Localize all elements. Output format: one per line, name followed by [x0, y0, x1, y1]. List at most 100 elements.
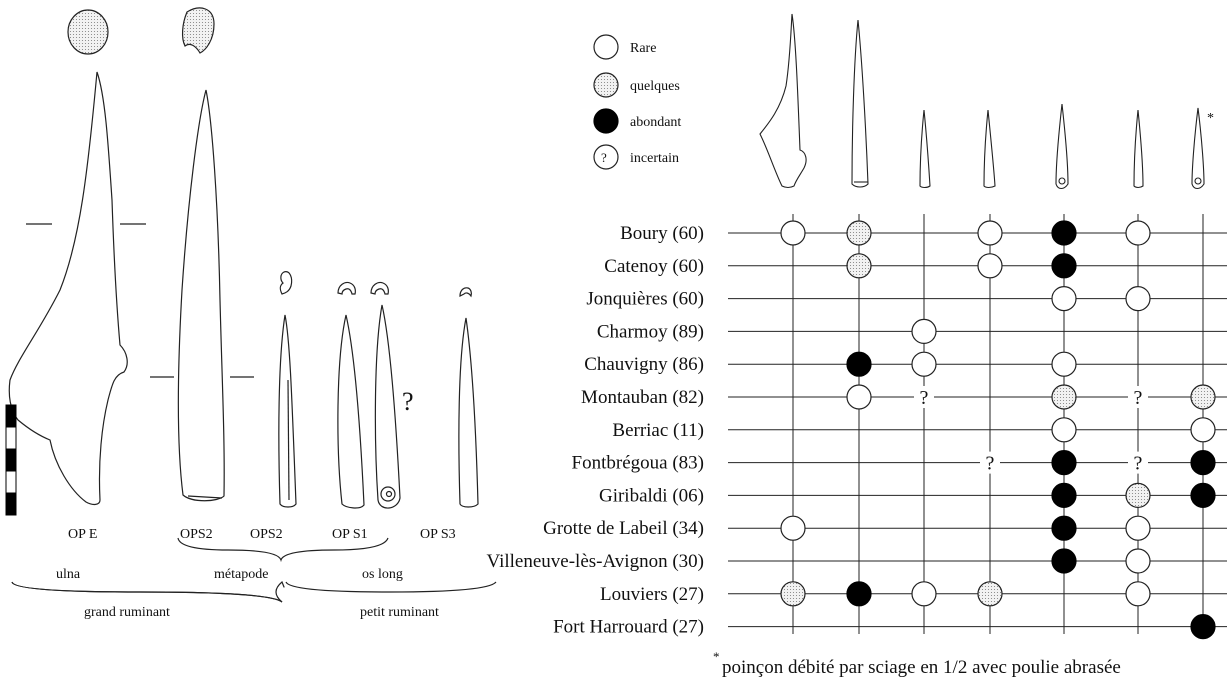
label-petit-ruminant: petit ruminant — [360, 605, 439, 620]
tool-ops2-small — [278, 314, 297, 508]
legend-label-quelques: quelques — [630, 79, 680, 94]
presence-mark-abondant — [1051, 482, 1077, 508]
presence-mark-rare — [1125, 220, 1151, 246]
footnote-star: * — [713, 649, 720, 664]
legend-item-quelques: quelques — [593, 72, 680, 98]
label-ops2-a: OPS2 — [180, 527, 213, 542]
site-label: Grotte de Labeil (34) — [543, 518, 704, 539]
section-op-s1-b — [370, 281, 389, 295]
presence-mark-abondant — [1051, 548, 1077, 574]
footnote-text: poinçon débité par sciage en 1/2 avec po… — [722, 657, 1121, 678]
site-label: Fontbrégoua (83) — [572, 453, 704, 474]
site-label: Berriac (11) — [612, 420, 704, 441]
presence-mark-rare — [1051, 351, 1077, 377]
column-icon-7 — [1191, 107, 1205, 190]
presence-mark-quelques — [977, 581, 1003, 607]
site-label: Giribaldi (06) — [599, 485, 704, 506]
uncertain-mask — [980, 451, 1000, 474]
presence-mark-abondant — [1190, 613, 1216, 640]
presence-mark-rare — [1125, 581, 1151, 607]
label-op-s3: OP S3 — [420, 527, 456, 542]
legend-symbol-incertain: ? — [601, 150, 607, 165]
scale-bar — [5, 404, 17, 516]
section-op-s1-a — [337, 281, 356, 295]
presence-mark-rare — [911, 581, 937, 607]
presence-mark-abondant — [1051, 220, 1077, 246]
presence-mark-rare — [1125, 548, 1151, 574]
site-label: Charmoy (89) — [597, 321, 704, 342]
tool-op-e — [8, 71, 128, 506]
presence-mark-quelques — [1190, 384, 1216, 410]
label-op-s1: OP S1 — [332, 527, 368, 542]
presence-mark-quelques — [846, 253, 872, 279]
label-ops2-b: OPS2 — [250, 527, 283, 542]
site-label: Boury (60) — [620, 223, 704, 244]
tool-ops2-large — [177, 89, 225, 502]
presence-mark-rare — [1125, 286, 1151, 312]
presence-mark-quelques — [846, 220, 872, 246]
site-label: Catenoy (60) — [604, 256, 704, 277]
section-op-e — [67, 9, 109, 55]
label-os-long: os long — [362, 567, 403, 582]
presence-mark-rare — [1051, 286, 1077, 312]
section-ops2-small — [279, 271, 293, 295]
brace-petit-ruminant — [285, 581, 497, 593]
site-label: Louviers (27) — [600, 584, 704, 605]
presence-mark-rare — [977, 220, 1003, 246]
legend-item-abondant: abondant — [593, 108, 681, 134]
brace-metapode — [177, 537, 389, 563]
presence-mark-abondant — [1190, 482, 1216, 508]
site-labels: Boury (60) Catenoy (60) Jonquières (60) Cha… — [487, 223, 704, 638]
presence-mark-rare — [780, 515, 806, 541]
matrix-marks: ???? — [780, 220, 1216, 640]
asterisk-mark: * — [1207, 111, 1214, 126]
presence-mark-abondant — [1051, 450, 1077, 476]
label-ulna: ulna — [56, 567, 81, 582]
tool-op-s3 — [458, 317, 479, 508]
uncertain-mask — [1128, 386, 1148, 408]
presence-mark-quelques — [1125, 482, 1151, 508]
presence-mark-rare — [977, 253, 1003, 279]
legend-label-abondant: abondant — [630, 115, 681, 130]
section-ops2-large — [181, 7, 215, 54]
legend: Rare quelques abondant ? incertain — [593, 34, 681, 170]
presence-mark-abondant — [1190, 450, 1216, 476]
tool-drawings — [8, 7, 497, 603]
site-label: Jonquières (60) — [586, 289, 704, 310]
uncertain-mark: ? — [986, 453, 995, 475]
presence-mark-abondant — [846, 581, 872, 607]
label-op-e: OP E — [68, 527, 97, 542]
column-icon-5 — [1055, 103, 1069, 190]
column-icons — [759, 13, 1205, 190]
uncertain-mark: ? — [1134, 453, 1143, 475]
presence-mark-quelques — [780, 581, 806, 607]
legend-label-incertain: incertain — [630, 151, 679, 166]
site-label: Chauvigny (86) — [584, 354, 704, 375]
presence-mark-rare — [1125, 515, 1151, 541]
presence-mark-abondant — [1051, 253, 1077, 279]
uncertain-mark: ? — [402, 387, 414, 416]
label-metapode: métapode — [214, 567, 268, 582]
site-label: Villeneuve-lès-Avignon (30) — [487, 551, 704, 572]
column-icon-4 — [983, 109, 996, 189]
presence-mark-quelques — [1051, 384, 1077, 410]
column-icon-1 — [759, 13, 807, 189]
matrix-grid — [728, 214, 1227, 634]
legend-item-incertain: ? incertain — [593, 144, 679, 170]
presence-mark-rare — [911, 318, 937, 344]
site-label: Montauban (82) — [581, 387, 704, 408]
label-grand-ruminant: grand ruminant — [84, 605, 170, 620]
column-icon-6 — [1133, 109, 1144, 189]
uncertain-mark: ? — [920, 387, 929, 409]
presence-mark-rare — [1190, 417, 1216, 443]
column-icon-2 — [851, 19, 869, 188]
presence-mark-rare — [780, 220, 806, 246]
tool-op-s1-a — [337, 314, 365, 509]
uncertain-mask — [914, 386, 934, 408]
legend-label-rare: Rare — [630, 41, 656, 56]
presence-mark-rare — [1051, 417, 1077, 443]
site-label: Fort Harrouard (27) — [553, 617, 704, 638]
legend-item-rare: Rare — [593, 34, 656, 60]
presence-mark-abondant — [846, 351, 872, 377]
